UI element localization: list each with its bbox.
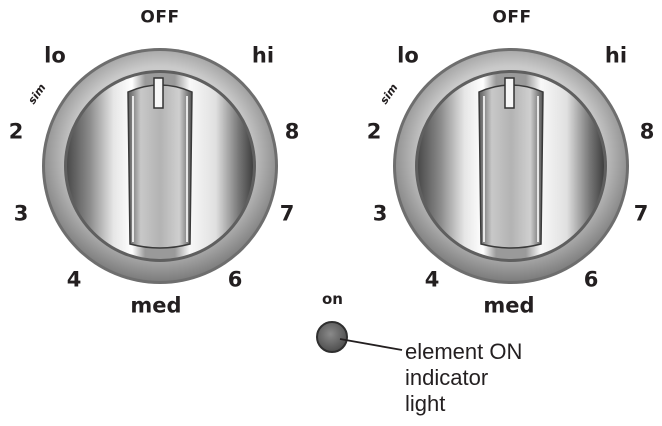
- label-off: OFF: [140, 7, 180, 28]
- label-8: 8: [639, 119, 655, 144]
- label-lo: lo: [397, 43, 419, 68]
- label-6: 6: [583, 267, 599, 292]
- label-8: 8: [284, 119, 300, 144]
- label-2: 2: [366, 119, 382, 144]
- indicator-light: [316, 321, 348, 353]
- label-off: OFF: [492, 7, 532, 28]
- callout-line-2: indicator: [405, 365, 489, 390]
- right-knob-graphic[interactable]: [346, 0, 662, 340]
- label-4: 4: [424, 267, 440, 292]
- label-3: 3: [372, 201, 388, 226]
- pointer-mark: [153, 77, 164, 109]
- callout-line-1: element ON: [405, 339, 523, 364]
- label-2: 2: [8, 119, 24, 144]
- indicator-callout: element ON indicator light: [405, 339, 605, 417]
- label-hi: hi: [604, 43, 628, 68]
- knob-grip[interactable]: [478, 84, 544, 249]
- pointer-mark: [504, 77, 515, 109]
- left-knob-graphic[interactable]: [0, 0, 331, 340]
- label-med: med: [130, 293, 182, 318]
- label-4: 4: [66, 267, 82, 292]
- label-3: 3: [13, 201, 29, 226]
- callout-leader-line: [339, 338, 403, 351]
- label-hi: hi: [251, 43, 275, 68]
- label-7: 7: [633, 201, 649, 226]
- callout-line-3: light: [405, 391, 446, 416]
- indicator-on-label: on: [322, 290, 343, 308]
- indicator-light-graphic: [316, 321, 403, 353]
- label-med: med: [483, 293, 535, 318]
- label-lo: lo: [44, 43, 66, 68]
- label-7: 7: [279, 201, 295, 226]
- label-6: 6: [227, 267, 243, 292]
- right-burner-dial[interactable]: OFF lo sim hi 2 3 4 med 6 7 8: [346, 0, 662, 340]
- knob-grip[interactable]: [127, 84, 193, 249]
- left-burner-dial[interactable]: OFF lo sim hi 2 3 4 med 6 7 8: [0, 0, 331, 340]
